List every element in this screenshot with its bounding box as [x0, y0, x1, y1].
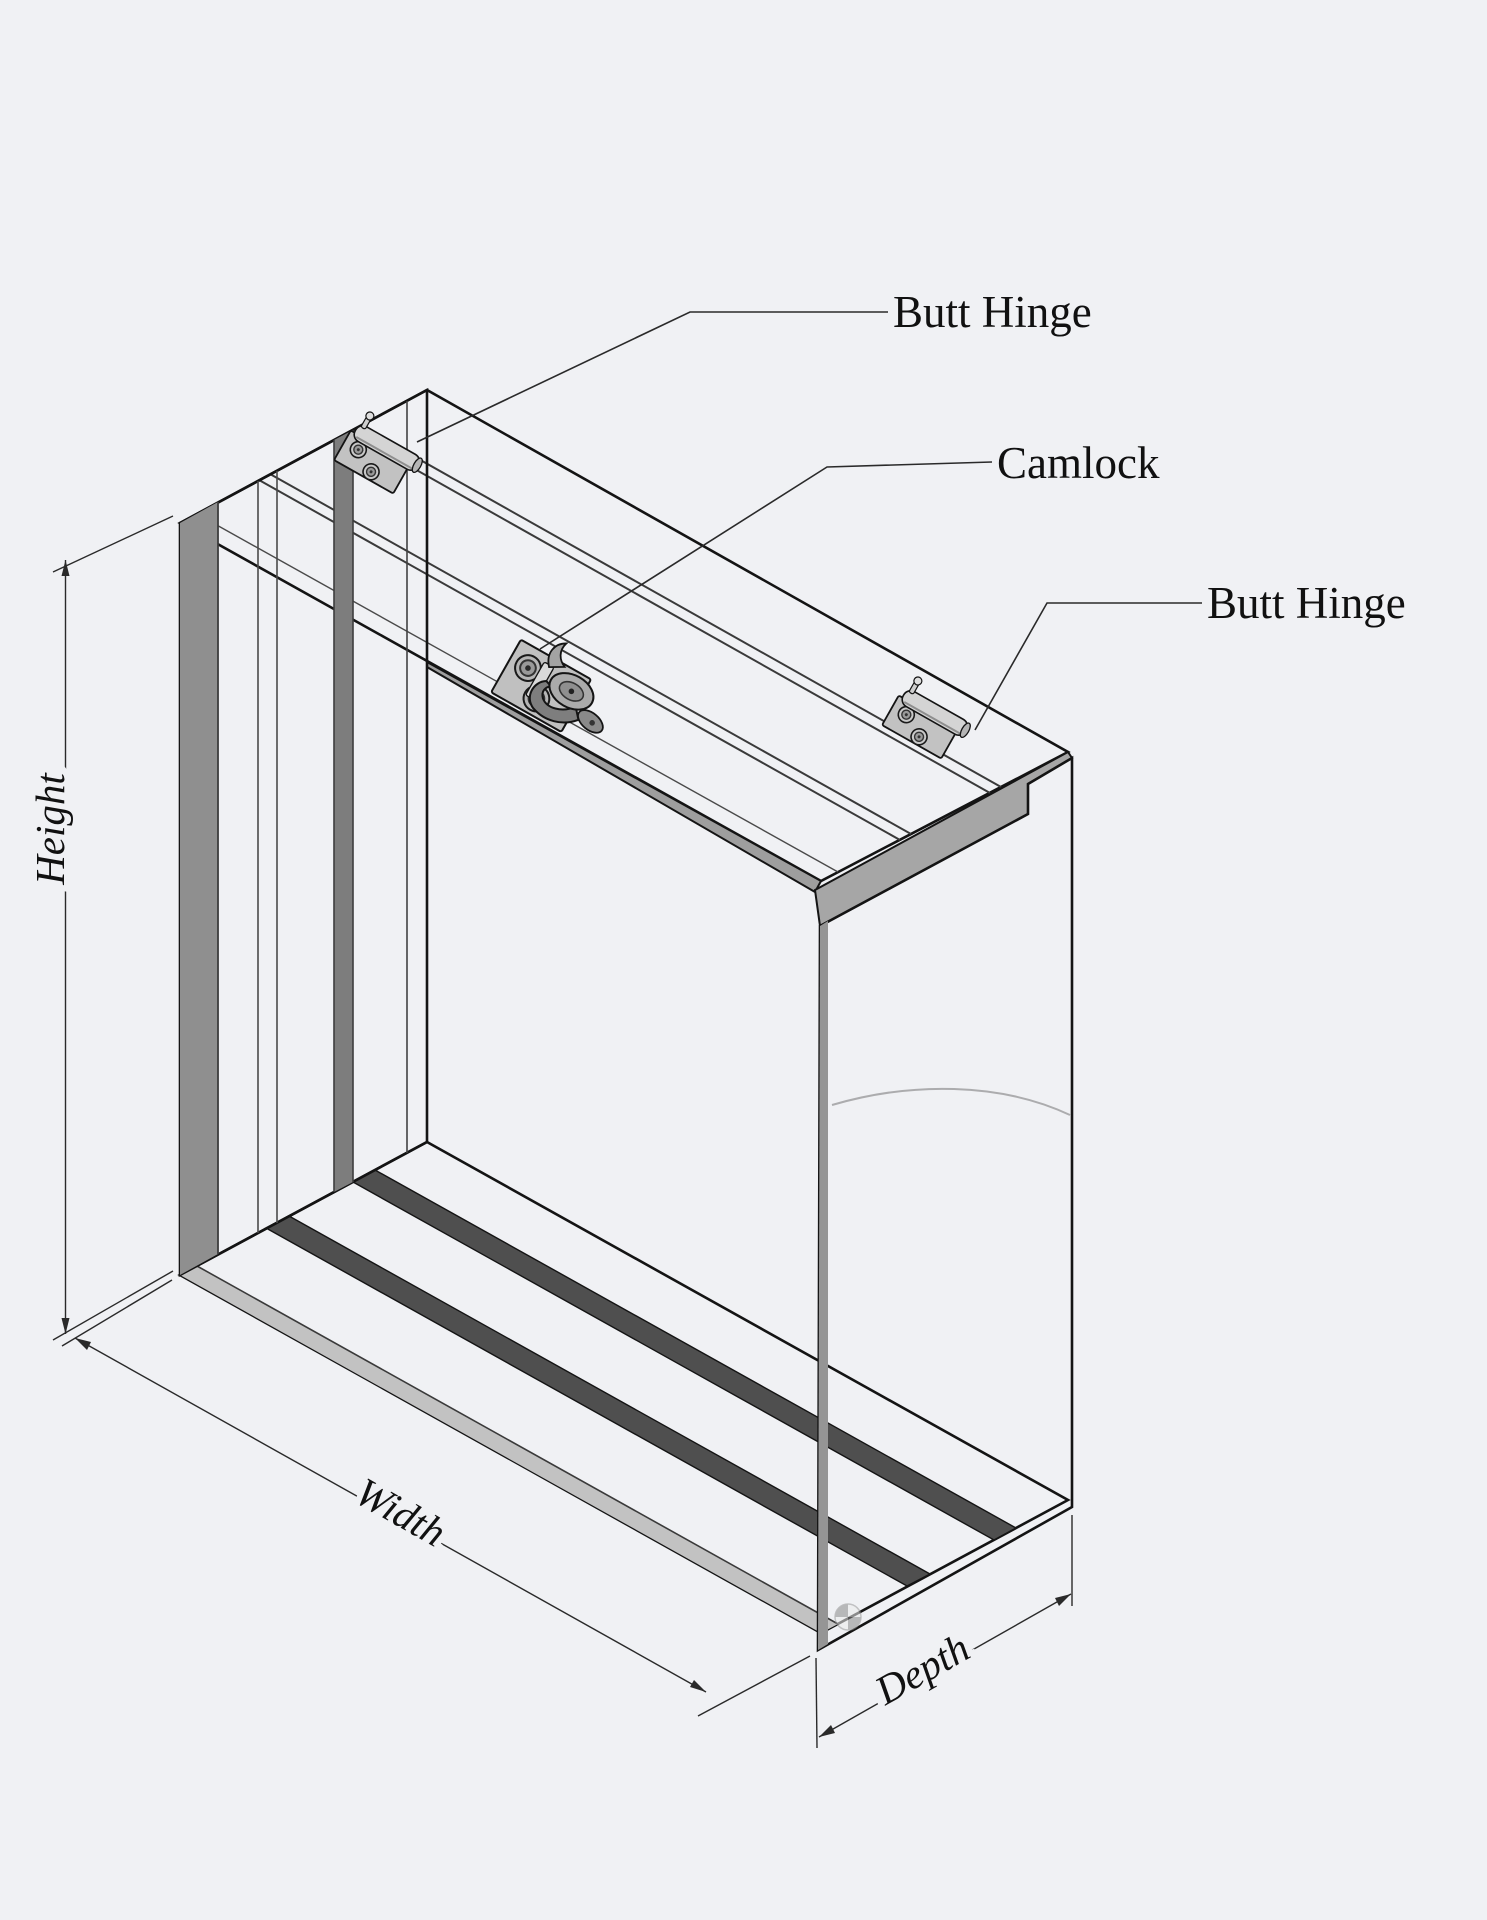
leader-butt-hinge-right: [974, 602, 1202, 731]
hinge-screw: [362, 463, 380, 481]
dimension-height: Height: [21, 515, 174, 1341]
leader-butt-hinge-top: [416, 311, 888, 443]
origin-marker-icon: [834, 1603, 862, 1631]
label-camlock: Camlock: [997, 438, 1160, 488]
frame-left-face: [178, 387, 429, 1278]
sill-groove: [264, 1215, 932, 1587]
frame-bottom-sill: [177, 1140, 1071, 1635]
camlock-wing: [577, 709, 604, 734]
hinge-screw: [910, 728, 928, 746]
camlock-fin: [547, 642, 569, 669]
sill-groove: [351, 1169, 1018, 1541]
label-depth: Depth: [866, 1624, 977, 1714]
label-butt-hinge-right: Butt Hinge: [1207, 578, 1406, 628]
dimension-width: Width: [61, 1279, 811, 1717]
leader-camlock: [539, 461, 993, 650]
frame-right-step: [813, 750, 1074, 928]
butt-hinge-right-hardware: [881, 676, 971, 759]
frame-top-hem: [426, 660, 823, 894]
label-height: Height: [27, 772, 73, 886]
hinge-screw: [897, 705, 916, 724]
top-groove: [269, 473, 912, 835]
label-butt-hinge-top: Butt Hinge: [893, 287, 1092, 337]
camlock-hardware: [490, 639, 604, 734]
hinge-screw: [349, 440, 368, 459]
butt-hinge-top-hardware: [333, 411, 423, 494]
camlock-screw: [514, 654, 542, 682]
frame-right-face: [816, 755, 1074, 1653]
label-width: Width: [348, 1468, 454, 1555]
